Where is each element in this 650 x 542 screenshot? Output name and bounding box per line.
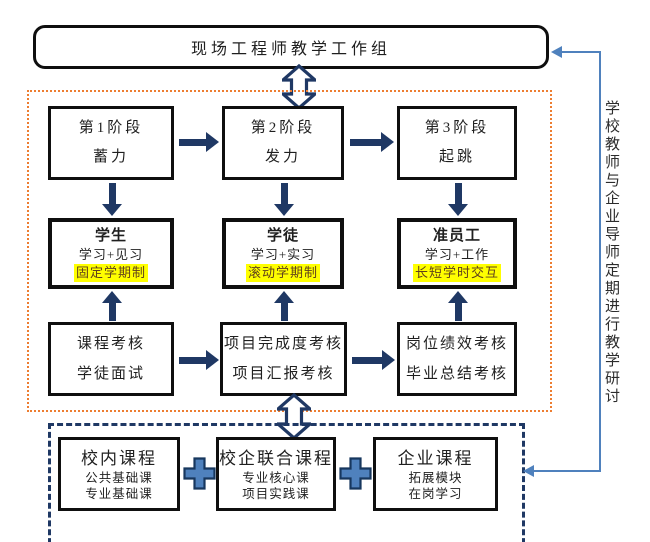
course-enterprise-title: 企业课程 [397, 448, 474, 468]
course-school-box: 校内课程 公共基础课 专业基础课 [58, 437, 180, 511]
course-enterprise-line2: 在岗学习 [408, 486, 463, 501]
role-student-box: 学生 学习+见习 固定学期制 [48, 218, 174, 289]
role-preemployee-subtitle: 学习+工作 [424, 246, 490, 262]
assess-1-line2: 学徒面试 [76, 366, 145, 382]
top-group-label: 现场工程师教学工作组 [190, 41, 391, 58]
feedback-arrowhead-bottom [523, 465, 534, 477]
assess-2-box: 项目完成度考核 项目汇报考核 [220, 322, 347, 396]
stage-2-box: 第2阶段 发力 [222, 106, 344, 180]
role-preemployee-box: 准员工 学习+工作 长短学时交互 [397, 218, 517, 289]
assess-2-line2: 项目汇报考核 [232, 366, 335, 382]
role-apprentice-title: 学徒 [266, 227, 299, 244]
course-enterprise-line1: 拓展模块 [408, 470, 463, 485]
role-student-title: 学生 [94, 227, 127, 244]
side-note-vertical-text: 学校教师与企业导师定期进行教学研讨 [603, 100, 619, 406]
feedback-connector-top [561, 51, 601, 53]
role-apprentice-box: 学徒 学习+实习 滚动学期制 [222, 218, 344, 289]
arrow-assess1-up [101, 291, 123, 321]
arrow-stage1-down [101, 183, 123, 216]
course-school-title: 校内课程 [81, 448, 157, 468]
course-system-frame [48, 423, 525, 542]
course-school-line2: 专业基础课 [85, 486, 153, 501]
assess-1-line1: 课程考核 [76, 336, 145, 352]
stage-3-box: 第3阶段 起跳 [397, 106, 517, 180]
stage-1-line2: 蓄力 [92, 149, 129, 165]
course-joint-box: 校企联合课程 专业核心课 项目实践课 [216, 437, 336, 511]
assess-3-box: 岗位绩效考核 毕业总结考核 [397, 322, 517, 396]
stage-3-line2: 起跳 [438, 149, 475, 165]
course-school-line1: 公共基础课 [85, 470, 153, 485]
stage-3-line1: 第3阶段 [424, 120, 490, 136]
course-joint-line2: 项目实践课 [242, 486, 310, 501]
plus-icon [183, 457, 216, 490]
feedback-arrowhead-top [551, 46, 562, 58]
arrow-stage2-down [273, 183, 295, 216]
assess-3-line2: 毕业总结考核 [405, 366, 508, 382]
role-preemployee-title: 准员工 [432, 227, 481, 244]
arrow-assess3-up [447, 291, 469, 321]
role-apprentice-highlight: 滚动学期制 [245, 263, 320, 282]
arrow-assess2-to-assess3 [352, 350, 395, 370]
assess-1-box: 课程考核 学徒面试 [48, 322, 174, 396]
assess-2-line1: 项目完成度考核 [223, 336, 343, 352]
course-joint-line1: 专业核心课 [242, 470, 310, 485]
stage-1-line1: 第1阶段 [78, 120, 144, 136]
arrow-assess2-up [273, 291, 295, 321]
arrow-stage2-to-stage3 [350, 132, 394, 152]
top-group-box: 现场工程师教学工作组 [33, 25, 549, 69]
feedback-connector-vertical [599, 51, 601, 472]
plus-icon [339, 457, 372, 490]
arrow-assess1-to-assess2 [179, 350, 219, 370]
arrow-stage3-down [447, 183, 469, 216]
course-joint-title: 校企联合课程 [219, 448, 333, 468]
course-enterprise-box: 企业课程 拓展模块 在岗学习 [373, 437, 498, 511]
feedback-connector-bottom [533, 470, 601, 472]
stage-2-line1: 第2阶段 [250, 120, 316, 136]
stage-2-line2: 发力 [264, 149, 301, 165]
stage-1-box: 第1阶段 蓄力 [48, 106, 174, 180]
role-student-highlight: 固定学期制 [73, 263, 148, 282]
role-preemployee-highlight: 长短学时交互 [412, 263, 501, 282]
assess-3-line1: 岗位绩效考核 [405, 336, 508, 352]
role-apprentice-subtitle: 学习+实习 [250, 246, 316, 262]
arrow-stage1-to-stage2 [179, 132, 219, 152]
role-student-subtitle: 学习+见习 [78, 246, 144, 262]
